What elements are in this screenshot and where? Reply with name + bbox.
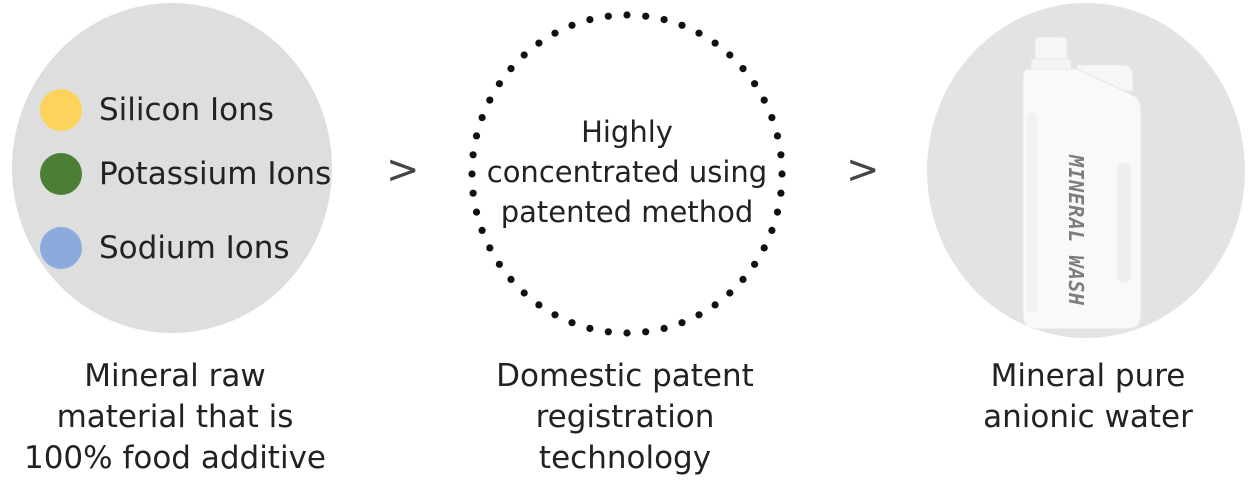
ring-dot: [777, 189, 785, 197]
ion-label-silicon: Silicon Ions: [99, 91, 274, 128]
bottle-image: MINERAL WASH: [1022, 36, 1142, 330]
ring-dot: [469, 189, 477, 197]
ring-dot: [478, 114, 486, 122]
ring-dot: [642, 12, 650, 20]
ring-dot: [751, 80, 759, 88]
ion-label-sodium: Sodium Ions: [99, 229, 290, 266]
ring-dot: [695, 29, 703, 37]
ring-dot: [760, 96, 768, 104]
center-text-line-3: patented method: [500, 195, 754, 229]
product-circle: MINERAL WASH: [927, 3, 1245, 338]
mineral-ions-circle: Silicon Ions Potassium Ions Sodium Ions: [12, 3, 332, 333]
ring-dot: [568, 21, 576, 29]
ring-dot: [695, 311, 703, 319]
ring-dot: [711, 39, 719, 47]
caption-left: Mineral raw material that is 100% food a…: [20, 356, 330, 479]
ring-dot: [768, 226, 776, 234]
ring-dot: [678, 21, 686, 29]
ring-dot: [604, 328, 612, 336]
dotted-ring: [468, 11, 786, 337]
ring-dot: [507, 65, 515, 73]
ring-dot: [472, 208, 481, 216]
arrow-icon-first: >: [386, 147, 420, 193]
arrow-icon-second: >: [846, 147, 880, 193]
ring-dot: [773, 208, 782, 216]
ring-dot: [495, 260, 503, 268]
ring-dot: [469, 151, 477, 159]
caption-middle: Domestic patent registration technology: [470, 356, 780, 479]
caption-right-line-2: anionic water: [983, 399, 1193, 435]
sodium-ion-dot-icon: [40, 227, 82, 269]
ring-dot: [468, 170, 476, 178]
ring-dot: [568, 319, 576, 327]
caption-right-line-1: Mineral pure: [990, 358, 1186, 394]
ring-dot: [739, 65, 747, 73]
ring-dot: [520, 51, 528, 59]
ring-dot: [739, 275, 747, 283]
ring-dot: [551, 311, 559, 319]
ring-dot: [495, 80, 503, 88]
ion-label-potassium: Potassium Ions: [99, 155, 332, 192]
ring-dot: [751, 260, 759, 268]
ring-dot: [711, 301, 719, 309]
patented-method-text: Highly concentrated using patented metho…: [462, 112, 792, 232]
ring-dot: [777, 151, 785, 159]
ring-dot: [726, 289, 734, 297]
ring-dot: [507, 275, 515, 283]
ring-dot: [678, 319, 686, 327]
ion-item-potassium: Potassium Ions: [40, 151, 331, 197]
caption-left-line-2: material that is: [56, 399, 294, 435]
ring-dot: [586, 324, 594, 332]
ring-dot: [535, 39, 543, 47]
ring-dot: [472, 132, 481, 140]
ring-dot: [660, 16, 668, 24]
ring-dot: [778, 170, 786, 178]
caption-middle-line-2: registration: [535, 399, 715, 435]
ring-dot: [623, 329, 631, 337]
caption-right: Mineral pure anionic water: [933, 356, 1243, 438]
ring-dot: [535, 301, 543, 309]
patented-method-circle: Highly concentrated using patented metho…: [462, 6, 792, 341]
caption-middle-line-1: Domestic patent: [496, 358, 754, 394]
ring-dot: [773, 132, 782, 140]
ion-item-sodium: Sodium Ions: [40, 225, 290, 271]
center-text-line-1: Highly: [581, 115, 673, 149]
ring-dot: [486, 96, 494, 104]
ring-dot: [520, 289, 528, 297]
caption-middle-line-3: technology: [538, 440, 712, 476]
ion-item-silicon: Silicon Ions: [40, 87, 274, 133]
ring-dot: [660, 324, 668, 332]
ring-dot: [551, 29, 559, 37]
center-text-line-2: concentrated using: [486, 155, 768, 189]
bottle-label: MINERAL WASH: [1064, 154, 1088, 306]
ring-dot: [486, 244, 494, 252]
caption-left-line-1: Mineral raw: [84, 358, 266, 394]
ring-dot: [478, 226, 486, 234]
ring-dot: [586, 16, 594, 24]
ring-dot: [760, 244, 768, 252]
ring-dot: [726, 51, 734, 59]
ring-dot: [604, 12, 612, 20]
caption-left-line-3: 100% food additive: [23, 440, 326, 476]
ring-dot: [642, 328, 650, 336]
potassium-ion-dot-icon: [40, 153, 82, 195]
ring-dot: [768, 114, 776, 122]
ring-dot: [623, 11, 631, 19]
silicon-ion-dot-icon: [40, 89, 82, 131]
